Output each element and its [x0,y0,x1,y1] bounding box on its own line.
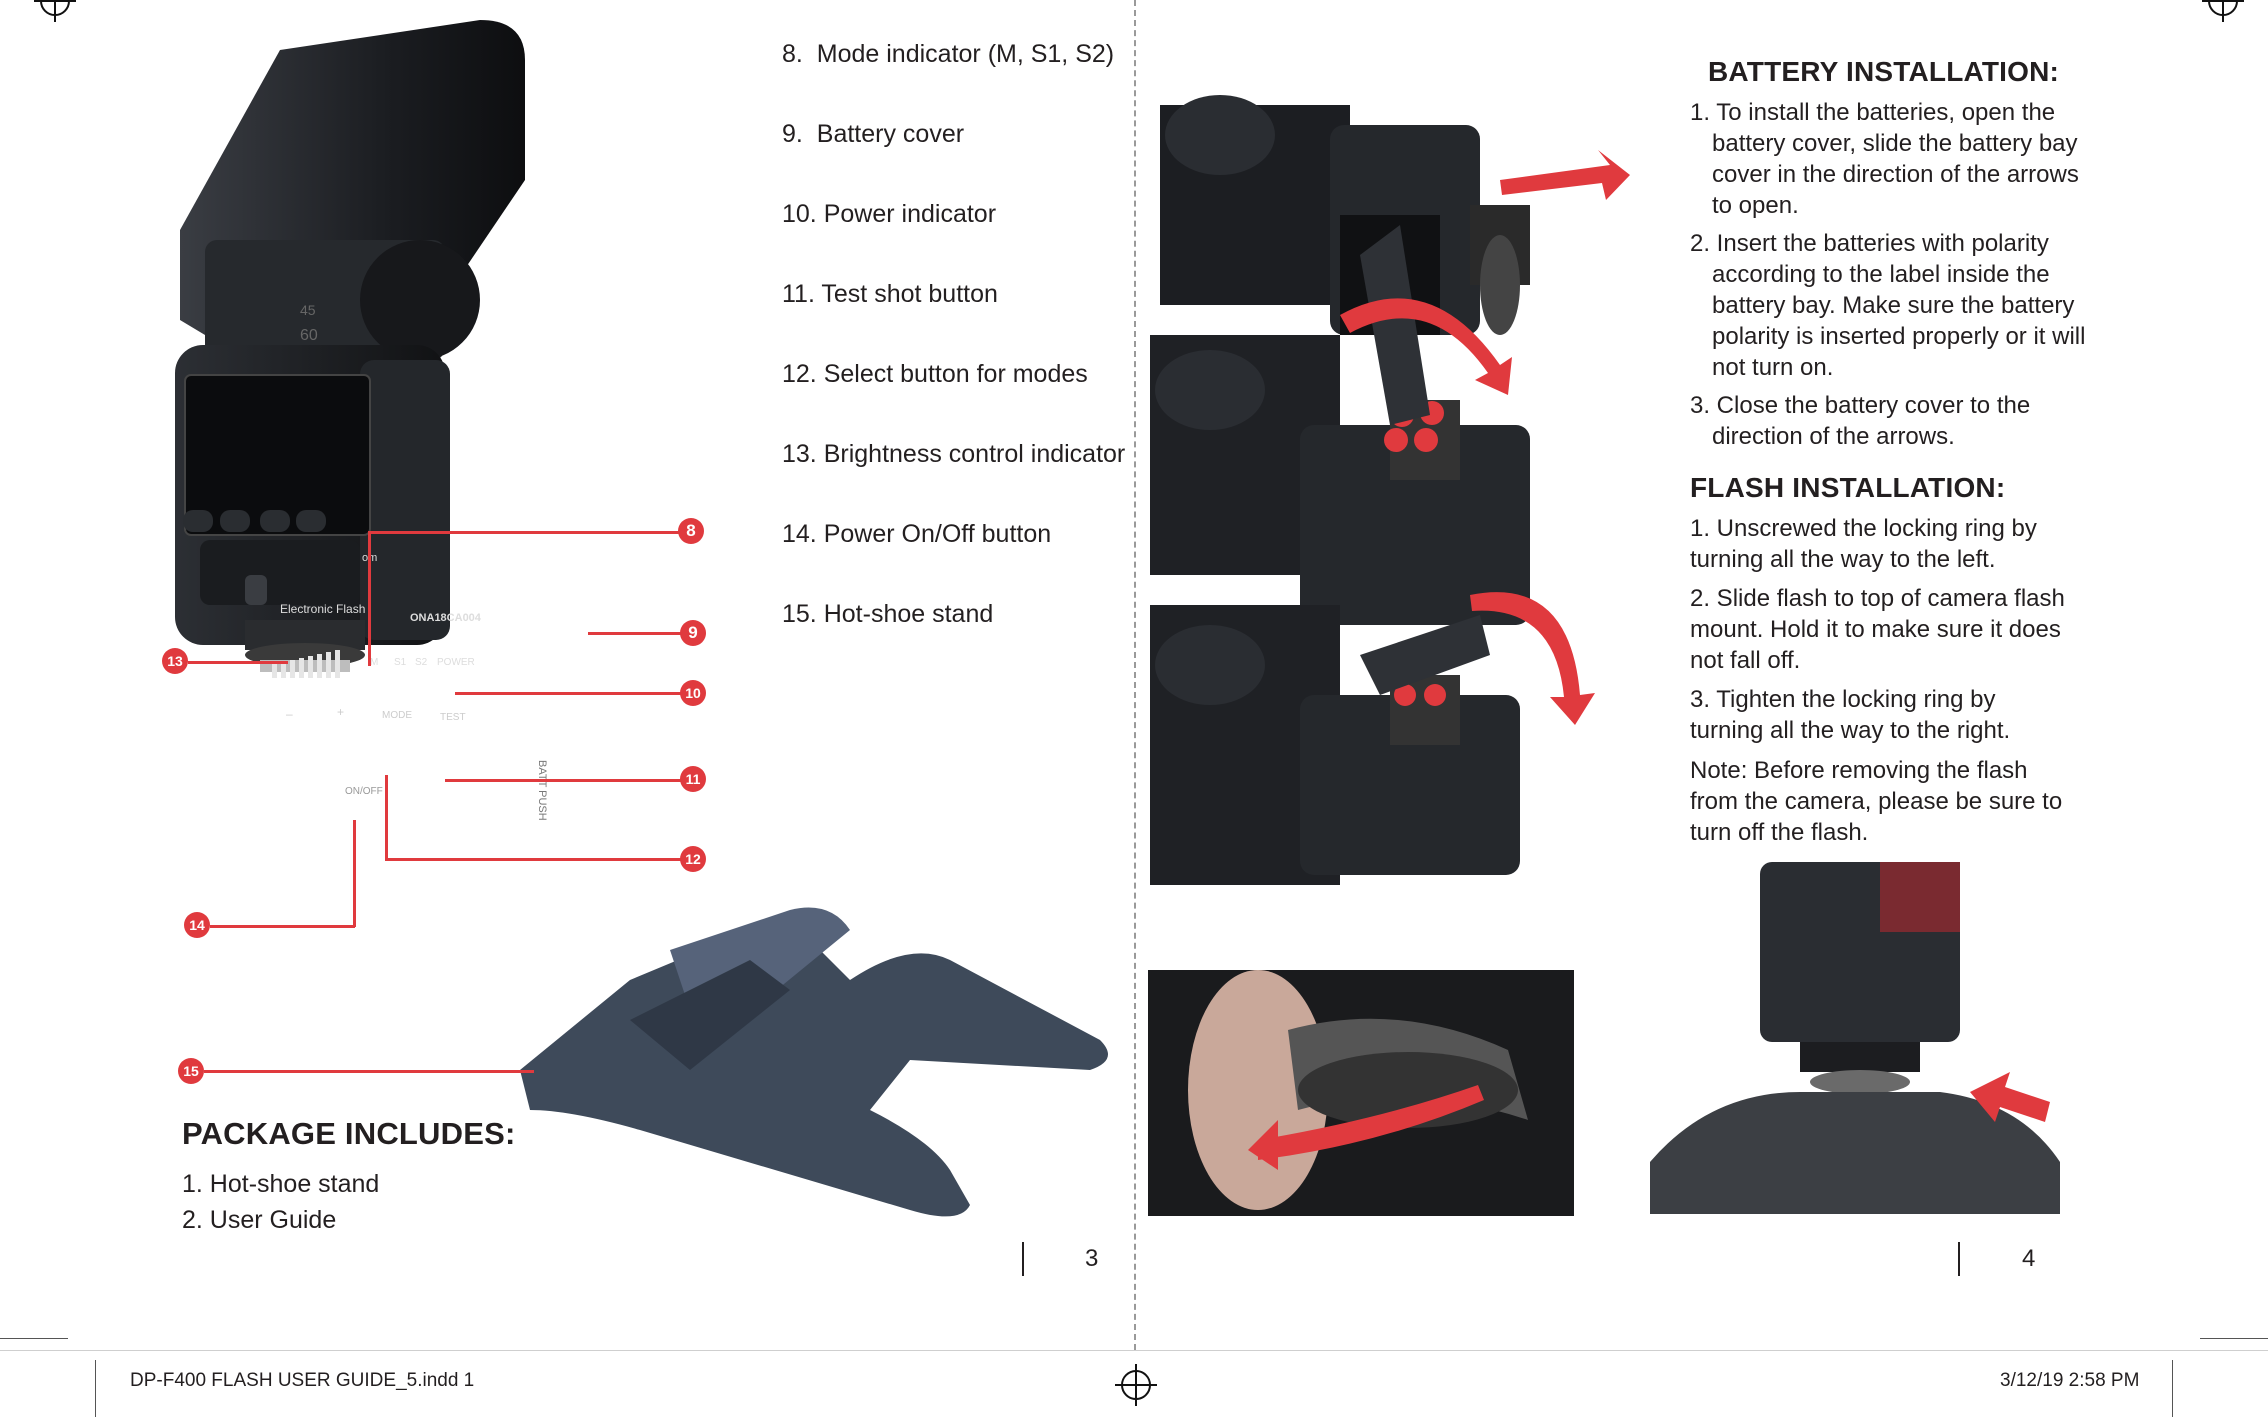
callout-14: 14 [184,912,210,938]
fold-line [1134,0,1136,1350]
callout-line-14 [210,925,355,928]
callout-15: 15 [178,1058,204,1084]
hot-shoe-stand-photo [520,907,1108,1217]
battery-step: 3. Close the battery cover to the direct… [1690,392,2031,450]
callout-line-12-drop [385,775,388,860]
crop-mark [2172,1360,2173,1417]
page-number-divider [1958,1242,1960,1276]
mode-s2: S2 [415,657,428,668]
callout-line-12 [385,858,694,861]
crop-mark [95,1360,96,1417]
flash-panel: om Electronic Flash ONA18CA004 M S1 S2 P… [262,540,482,723]
battery-step: 2. Insert the batteries with polarity ac… [1690,230,2086,381]
legend-item-8: 8. Mode indicator (M, S1, S2) [782,40,1115,68]
on-off-label: ON/OFF [345,786,383,797]
legend-item-13: 13. Brightness control indicator [782,440,1126,468]
callout-line-8-drop [368,531,371,666]
flash-step: 2. Slide flash to top of camera flash mo… [1690,585,2065,674]
crop-mark [2200,1338,2268,1339]
battery-step: 1. To install the batteries, open the ba… [1690,99,2079,219]
callout-11: 11 [680,766,706,792]
callout-line-9 [588,632,694,635]
svg-text:60: 60 [300,327,318,344]
package-heading: PACKAGE INCLUDES: [182,1116,516,1151]
mode-m: M [370,657,379,668]
callout-line-15 [204,1070,534,1073]
registration-mark-icon [34,0,76,22]
crop-mark [0,1350,2268,1351]
callout-10: 10 [680,680,706,706]
package-item: 2. User Guide [182,1206,337,1234]
legend-item-10: 10. Power indicator [782,200,997,228]
batt-push-label: BATT PUSH [536,760,548,821]
legend-item-9: 9. Battery cover [782,120,965,148]
callout-9: 9 [680,620,706,646]
brightness-bars [272,650,352,678]
legend-item-15: 15. Hot-shoe stand [782,600,994,628]
legend-item-11: 11. Test shot button [782,280,998,308]
flash-note: Note: Before removing the flash from the… [1690,757,2063,846]
mode-s1: S1 [394,657,407,668]
crop-mark [0,1338,68,1339]
panel-title: Electronic Flash [280,602,366,616]
legend-item-12: 12. Select button for modes [782,360,1088,388]
panel-model: ONA18CA004 [410,612,481,624]
flash-step: 1. Unscrewed the locking ring by turning… [1690,515,2037,573]
legend-item-14: 14. Power On/Off button [782,520,1052,548]
battery-installation-photo [1150,95,1630,885]
registration-mark-icon [2202,0,2244,22]
flash-heading: FLASH INSTALLATION: [1690,472,2006,503]
footer-date: 3/12/19 2:58 PM [2000,1370,2140,1391]
page-number-divider [1022,1242,1024,1276]
btn-mode-label: MODE [382,710,412,721]
btn-minus-label: – [286,707,293,721]
footer-filename: DP-F400 FLASH USER GUIDE_5.indd 1 [130,1370,475,1391]
mode-power: POWER [437,657,475,668]
locking-ring-photo [1148,970,1574,1216]
camera-mount-photo [1650,862,2060,1214]
page-number: 3 [1085,1245,1099,1272]
callout-line-10 [455,692,694,695]
callout-12: 12 [680,846,706,872]
btn-test-label: TEST [440,712,466,723]
battery-heading: BATTERY INSTALLATION: [1708,56,2060,87]
registration-mark-icon [1115,1364,1157,1406]
flash-unit-photo: 60 45 [175,20,525,672]
callout-line-13 [188,661,288,664]
btn-plus-label: + [337,705,345,719]
page-number: 4 [2022,1245,2036,1272]
callout-line-8 [368,531,694,534]
package-item: 1. Hot-shoe stand [182,1170,380,1198]
svg-text:45: 45 [300,302,316,318]
callout-line-11 [445,779,694,782]
flash-step: 3. Tighten the locking ring by turning a… [1690,686,2011,744]
callout-13: 13 [162,648,188,674]
callout-8: 8 [678,518,704,544]
callout-line-14-drop [353,820,356,927]
